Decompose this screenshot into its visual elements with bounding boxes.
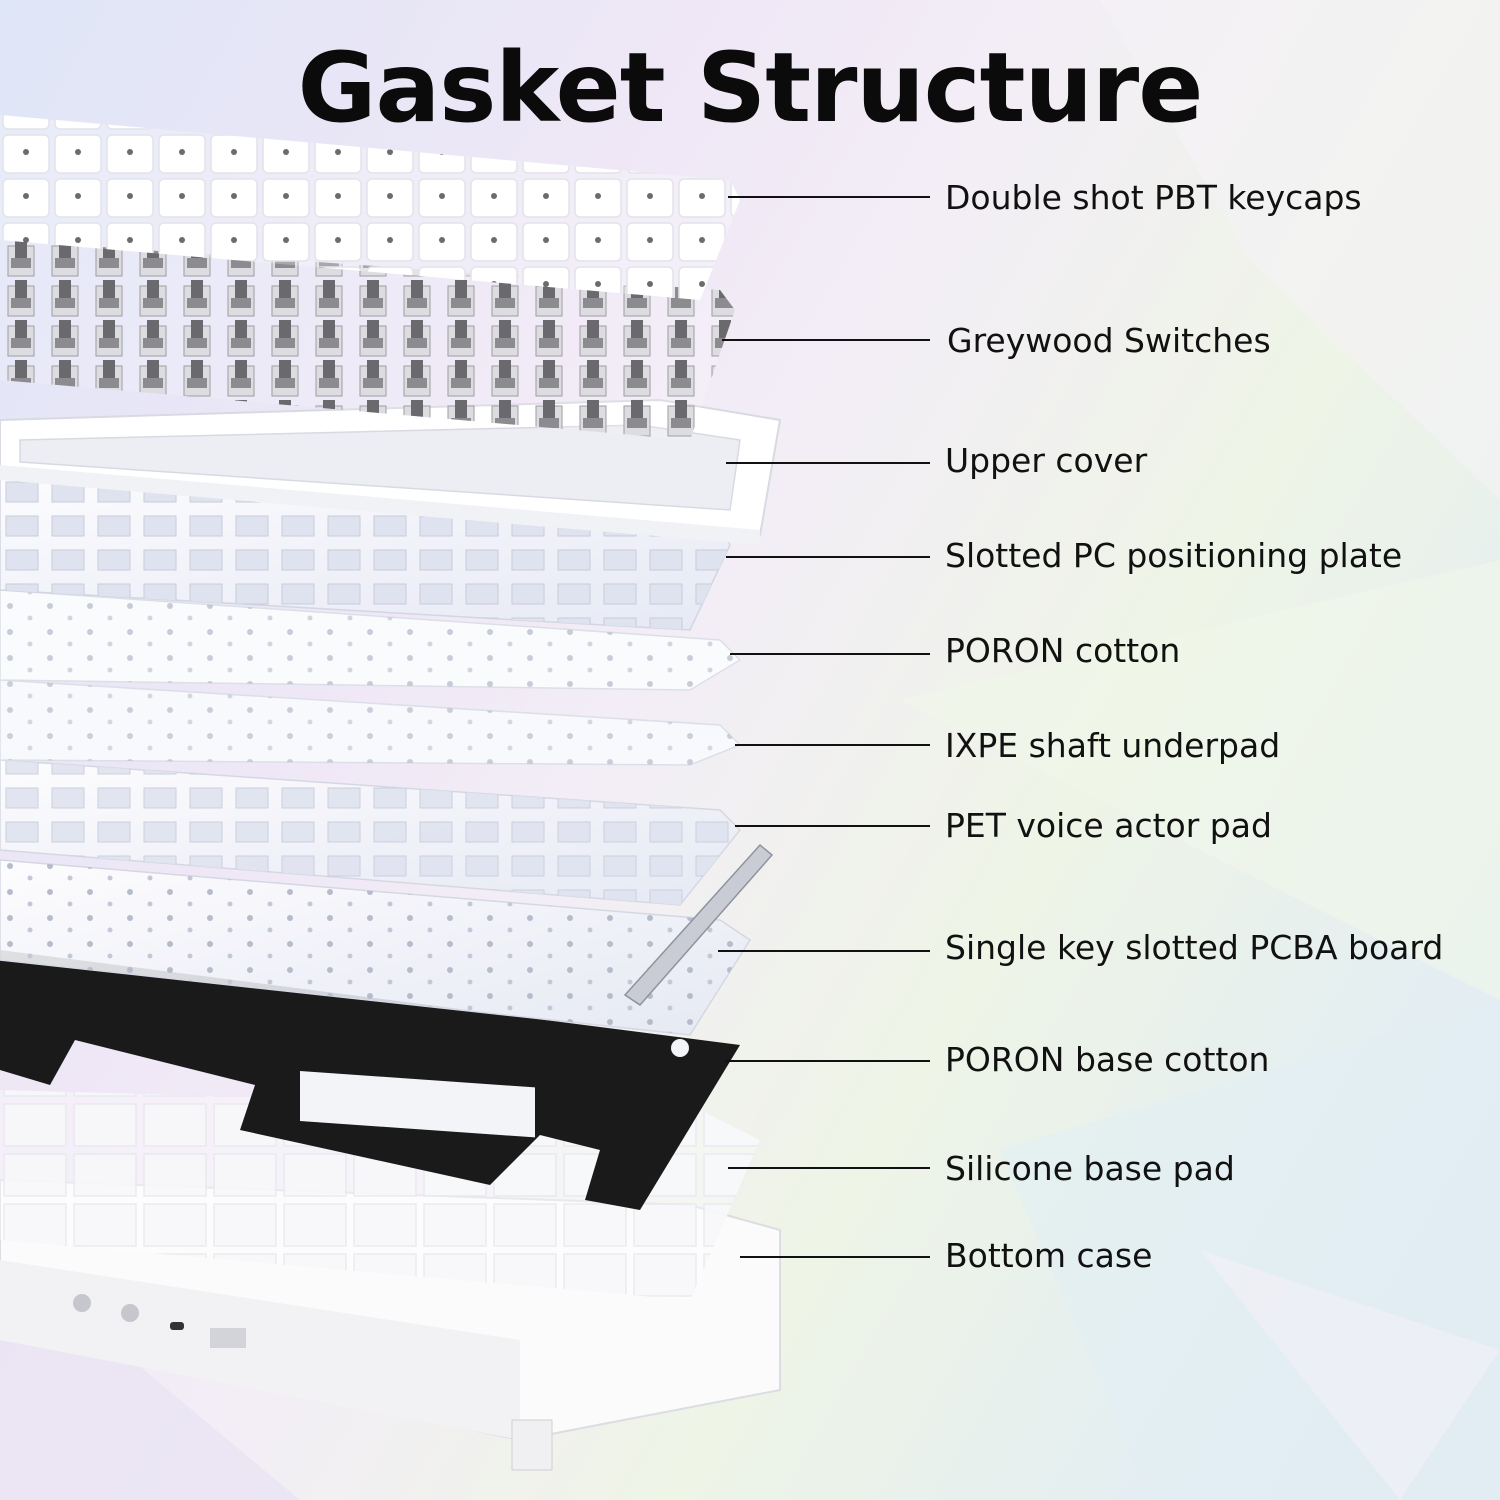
leader-line-pcba — [718, 950, 930, 952]
keycaps-part — [0, 115, 740, 300]
ixpe-underpad-part — [0, 679, 742, 766]
layer-label-silicone: Silicone base pad — [945, 1149, 1235, 1188]
leader-line-switches — [722, 339, 930, 341]
layer-label-pcba: Single key slotted PCBA board — [945, 928, 1444, 967]
layer-label-poron-cotton: PORON cotton — [945, 631, 1181, 670]
leader-line-upper-cover — [726, 462, 930, 464]
layer-label-upper-cover: Upper cover — [945, 441, 1148, 480]
leader-line-ixpe — [735, 744, 930, 746]
layer-label-keycaps: Double shot PBT keycaps — [945, 178, 1362, 217]
leader-line-poron-cotton — [730, 653, 930, 655]
layer-label-poron-base: PORON base cotton — [945, 1040, 1270, 1079]
poron-base-cotton-part — [0, 950, 740, 1210]
layer-label-switches: Greywood Switches — [947, 321, 1271, 360]
layer-label-bottom-case: Bottom case — [945, 1236, 1153, 1275]
poron-cotton-part — [0, 589, 742, 691]
pet-pad-part — [0, 759, 742, 906]
upper-cover-part — [0, 398, 782, 545]
pcba-board-part — [0, 843, 774, 1036]
page-title: Gasket Structure — [297, 32, 1204, 144]
greywood-switches-part — [0, 240, 735, 440]
leader-line-pet — [735, 825, 930, 827]
layer-label-ixpe: IXPE shaft underpad — [945, 726, 1281, 765]
layer-label-pc-plate: Slotted PC positioning plate — [945, 536, 1403, 575]
leader-line-silicone — [728, 1167, 930, 1169]
leader-line-pc-plate — [726, 556, 930, 558]
leader-line-bottom-case — [740, 1256, 930, 1258]
layer-label-pet: PET voice actor pad — [945, 806, 1272, 845]
leader-line-poron-base — [725, 1060, 930, 1062]
leader-line-keycaps — [728, 196, 930, 198]
